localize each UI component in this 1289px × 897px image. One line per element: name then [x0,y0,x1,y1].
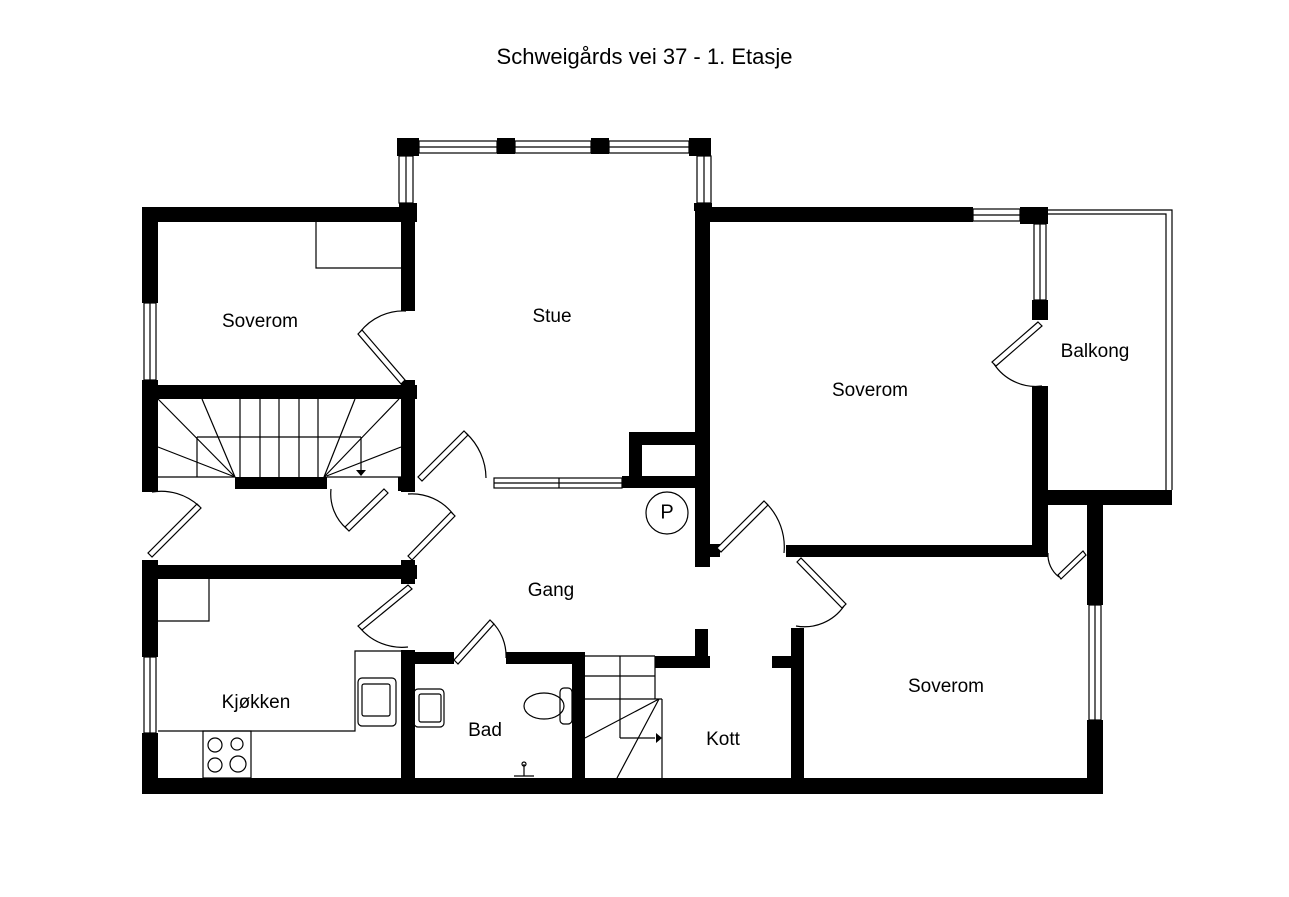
room-label-stue: Stue [532,306,572,327]
bathroom-fixtures [413,687,573,777]
room-label-kjokken: Kjøkken [221,692,291,713]
room-label-gang: Gang [527,580,575,601]
kitchen-fixtures [158,579,401,779]
parking-symbol [645,491,689,535]
room-label-soverom-3: Soverom [907,676,985,697]
doors [147,310,1087,665]
room-label-kott: Kott [706,729,740,750]
stairs-main [157,398,402,478]
walls [142,138,1172,794]
parking-symbol-label: P [660,501,674,524]
stairs-kott [584,655,663,779]
plan-title: Schweigårds vei 37 - 1. Etasje [496,44,793,69]
room-label-soverom-2: Soverom [831,380,909,401]
room-label-bad: Bad [468,720,502,741]
room-label-balkong: Balkong [1060,341,1130,362]
room-label-soverom-1: Soverom [221,311,299,332]
windows [143,140,1173,734]
soverom-closet [315,222,401,269]
